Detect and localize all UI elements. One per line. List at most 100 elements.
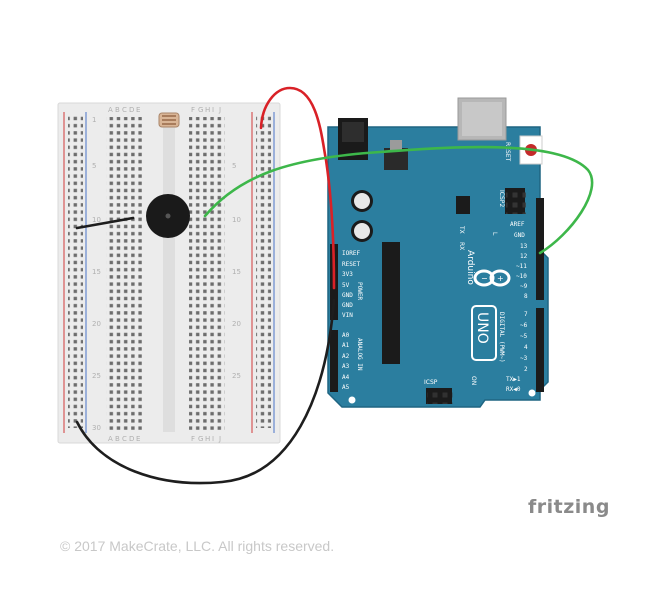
pin-9: ~9	[520, 283, 528, 290]
col-letter-c: C	[122, 106, 127, 114]
row-number-10-right: 10	[232, 216, 241, 224]
col-letter-b: B	[115, 106, 120, 114]
pin-a1: A1	[342, 342, 350, 349]
voltage-regulator	[384, 148, 408, 170]
row-number-10: 10	[92, 216, 101, 224]
arduino-uno-board[interactable]: RESET ICSP2 TX RX L Arduino − + UNO ICSP…	[327, 97, 549, 408]
breadboard: 1 5 10 15 20 25 30 5 10 15 20 25 A B C D…	[57, 102, 281, 444]
col-letter-h: H	[205, 106, 210, 114]
col-letter-e-bottom: E	[136, 435, 140, 443]
pin-3v3: 3V3	[342, 271, 353, 278]
col-letter-h-bottom: H	[205, 435, 210, 443]
row-number-25-right: 25	[232, 372, 241, 380]
tx-label: TX	[458, 225, 465, 234]
row-number-20-right: 20	[232, 320, 241, 328]
photoresistor[interactable]	[158, 112, 180, 128]
svg-text:+: +	[497, 274, 504, 283]
left-rail-holes	[68, 116, 83, 428]
row-number-25: 25	[92, 372, 101, 380]
row-number-15: 15	[92, 268, 101, 276]
center-channel	[163, 114, 175, 432]
row-number-15-right: 15	[232, 268, 241, 276]
col-letter-a-bottom: A	[108, 435, 113, 443]
svg-text:−: −	[481, 274, 488, 283]
col-letter-c-bottom: C	[122, 435, 127, 443]
usb-chip	[456, 196, 470, 214]
red-wire[interactable]	[259, 86, 336, 290]
analog-in-label: ANALOG IN	[356, 338, 363, 371]
pin-vin: VIN	[342, 312, 353, 319]
pin-gnd-digital: GND	[514, 232, 525, 239]
pin-3: ~3	[520, 355, 528, 362]
green-wire[interactable]	[203, 145, 594, 255]
pin-a0: A0	[342, 332, 350, 339]
pin-ioref: IOREF	[342, 250, 360, 257]
col-letter-e: E	[136, 106, 140, 114]
piezo-buzzer[interactable]	[146, 194, 190, 238]
row-number-1: 1	[92, 116, 96, 124]
icsp-label: ICSP	[424, 379, 438, 386]
col-letter-d-bottom: D	[129, 435, 134, 443]
pin-13: 13	[520, 243, 528, 250]
uno-model-badge: UNO	[471, 305, 497, 361]
pin-6: ~6	[520, 322, 528, 329]
right-terminal-strip	[189, 117, 225, 430]
pin-a4: A4	[342, 374, 350, 381]
col-letter-f-bottom: F	[191, 435, 195, 443]
on-label: ON	[470, 376, 477, 385]
digital-header-bottom	[536, 308, 544, 392]
atmega-microcontroller	[382, 242, 400, 364]
digital-header-top	[536, 198, 544, 300]
col-letter-j-bottom: J	[218, 435, 221, 443]
pin-5: ~5	[520, 333, 528, 340]
pin-7: 7	[524, 311, 528, 318]
pin-a2: A2	[342, 353, 350, 360]
pin-8: 8	[524, 293, 528, 300]
pin-reset: RESET	[342, 261, 360, 268]
right-rail-holes	[256, 116, 271, 428]
pin-a3: A3	[342, 363, 350, 370]
col-letter-j: J	[218, 106, 221, 114]
left-terminal-strip	[106, 117, 142, 430]
black-wire[interactable]	[75, 298, 336, 485]
pin-rx0: RX◀0	[506, 386, 521, 393]
black-wire-short[interactable]	[75, 216, 135, 230]
uno-model-label: UNO	[474, 312, 490, 344]
pin-aref: AREF	[510, 221, 525, 228]
row-number-30: 30	[92, 424, 101, 432]
icsp2-label: ICSP2	[498, 190, 505, 207]
col-letter-i: I	[212, 106, 214, 114]
copyright-text: © 2017 MakeCrate, LLC. All rights reserv…	[60, 538, 335, 554]
pin-tx1: TX▶1	[506, 376, 521, 383]
col-letter-f: F	[191, 106, 195, 114]
pin-a5: A5	[342, 384, 350, 391]
col-letter-a: A	[108, 106, 113, 114]
rx-label: RX	[458, 242, 465, 250]
arduino-brand: Arduino	[465, 250, 475, 285]
fritzing-logo: fritzing	[528, 496, 610, 518]
mounting-hole	[528, 389, 536, 397]
pin-2: 2	[524, 366, 528, 373]
row-number-5-right: 5	[232, 162, 236, 170]
power-label: POWER	[356, 282, 363, 300]
col-letter-g: G	[198, 106, 203, 114]
row-number-20: 20	[92, 320, 101, 328]
pin-gnd-1: GND	[342, 292, 353, 299]
pin-5v: 5V	[342, 282, 350, 289]
l-led-label: L	[491, 232, 498, 236]
col-letter-i-bottom: I	[212, 435, 214, 443]
digital-label: DIGITAL (PWM~)	[498, 312, 505, 363]
arduino-infinity-logo: − +	[473, 269, 511, 287]
col-letter-b-bottom: B	[115, 435, 120, 443]
pin-11: ~11	[516, 263, 527, 270]
col-letter-d: D	[129, 106, 134, 114]
pin-gnd-2: GND	[342, 302, 353, 309]
reset-label: RESET	[504, 142, 511, 162]
row-number-5: 5	[92, 162, 96, 170]
pin-4: 4	[524, 344, 528, 351]
mounting-hole	[348, 396, 356, 404]
col-letter-g-bottom: G	[198, 435, 203, 443]
analog-header	[330, 330, 338, 392]
pin-10: ~10	[516, 273, 527, 280]
